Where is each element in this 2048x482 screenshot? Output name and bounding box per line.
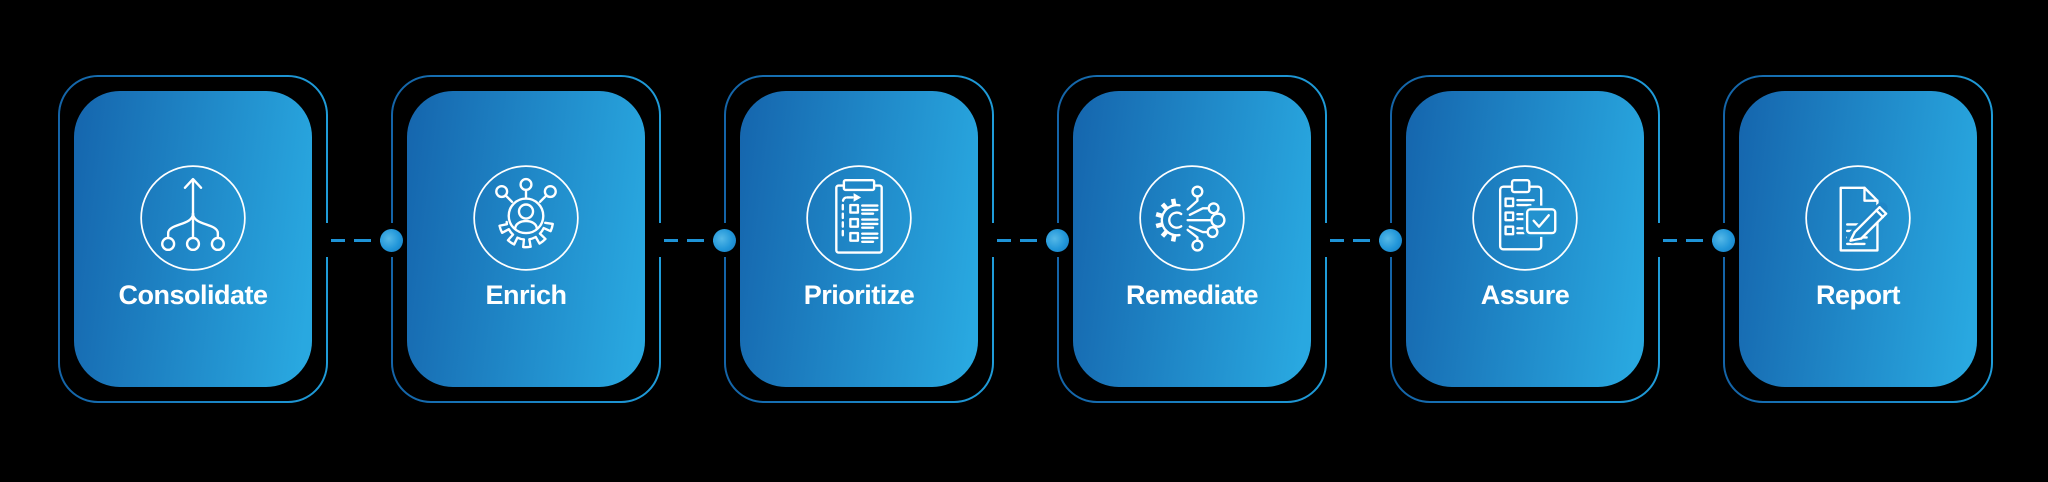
document-pencil-icon bbox=[1805, 165, 1911, 271]
connector-2 bbox=[657, 75, 736, 403]
dashed-line bbox=[1660, 239, 1723, 242]
card-enrich: Enrich bbox=[407, 91, 645, 387]
station-report: Report bbox=[1723, 75, 1993, 403]
card-outline: Consolidate bbox=[58, 75, 328, 403]
card-consolidate: Consolidate bbox=[74, 91, 312, 387]
connector-dot bbox=[1379, 229, 1402, 252]
dashed-line bbox=[994, 239, 1057, 242]
connector-3 bbox=[990, 75, 1069, 403]
dashed-line bbox=[661, 239, 724, 242]
connector-dot bbox=[713, 229, 736, 252]
connector-dot bbox=[380, 229, 403, 252]
dashed-line bbox=[328, 239, 391, 242]
clipboard-arrow-checklist-icon bbox=[806, 165, 912, 271]
station-enrich: Enrich bbox=[391, 75, 661, 403]
connector-dot bbox=[1712, 229, 1735, 252]
connector-4 bbox=[1323, 75, 1402, 403]
card-assure: Assure bbox=[1406, 91, 1644, 387]
card-outline: Assure bbox=[1390, 75, 1660, 403]
card-outline: Enrich bbox=[391, 75, 661, 403]
station-remediate: Remediate bbox=[1057, 75, 1327, 403]
card-prioritize: Prioritize bbox=[740, 91, 978, 387]
connector-5 bbox=[1656, 75, 1735, 403]
station-assure: Assure bbox=[1390, 75, 1660, 403]
station-prioritize: Prioritize bbox=[724, 75, 994, 403]
step-label: Prioritize bbox=[803, 280, 915, 310]
clipboard-checkmark-badge-icon bbox=[1472, 165, 1578, 271]
connector-1 bbox=[324, 75, 403, 403]
card-outline: Report bbox=[1723, 75, 1993, 403]
card-report: Report bbox=[1739, 91, 1977, 387]
step-label: Consolidate bbox=[118, 280, 268, 310]
gear-circuit-icon bbox=[1139, 165, 1245, 271]
card-outline: Prioritize bbox=[724, 75, 994, 403]
step-label: Remediate bbox=[1125, 280, 1259, 310]
merge-arrow-icon bbox=[140, 165, 246, 271]
connector-dot bbox=[1046, 229, 1069, 252]
card-remediate: Remediate bbox=[1073, 91, 1311, 387]
step-label: Assure bbox=[1480, 280, 1570, 310]
step-label: Enrich bbox=[485, 280, 567, 310]
station-consolidate: Consolidate bbox=[58, 75, 328, 403]
card-outline: Remediate bbox=[1057, 75, 1327, 403]
person-gear-network-icon bbox=[473, 165, 579, 271]
step-label: Report bbox=[1816, 280, 1901, 310]
dashed-line bbox=[1327, 239, 1390, 242]
